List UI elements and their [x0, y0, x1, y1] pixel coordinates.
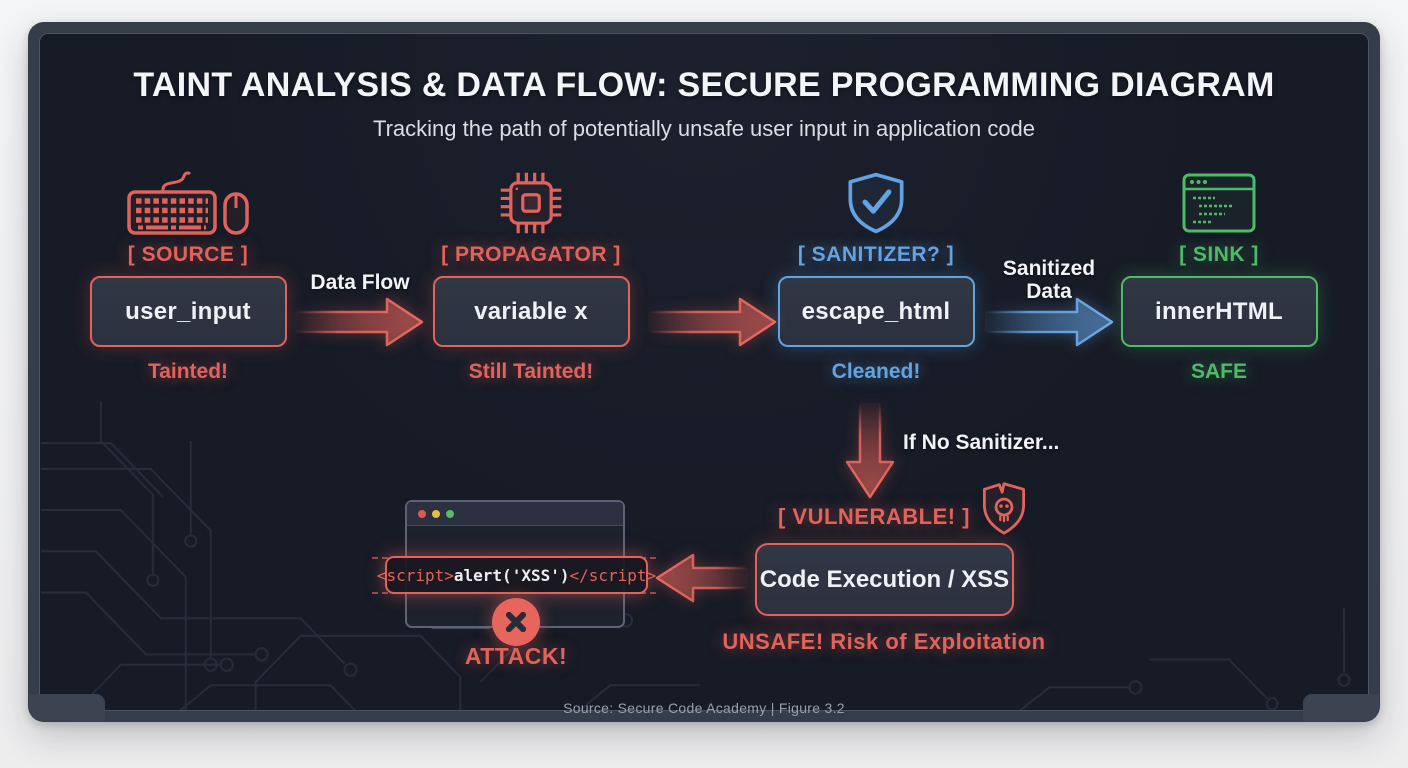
keyboard-mouse-icon [127, 170, 249, 236]
shield-check-icon [843, 170, 909, 236]
script-open-tag: <script> [376, 565, 454, 585]
node-label-sink: [ SINK ] [1179, 243, 1259, 266]
source-attribution: Source: Secure Code Academy | Figure 3.2 [563, 700, 845, 716]
node-label-sanitizer: [ SANITIZER? ] [797, 243, 955, 266]
diagram-frame [28, 22, 1380, 722]
node-status-still-tainted: Still Tainted! [468, 360, 594, 383]
sanitized-data-label-line2: Data [1026, 280, 1072, 303]
node-sink: [ SINK ] innerHTML SAFE [1119, 170, 1319, 384]
alert-call: alert('XSS') [453, 565, 570, 585]
no-sanitizer-arrow [845, 403, 895, 499]
frame-corner-accent-right [1303, 694, 1379, 721]
node-source: [ SOURCE ] user_input Tainted! [88, 170, 288, 384]
cpu-chip-icon [498, 170, 564, 236]
node-status-cleaned: Cleaned! [831, 360, 921, 383]
code-window-icon [1181, 170, 1257, 236]
script-close-tag: </script> [569, 565, 657, 585]
node-status-tainted: Tainted! [147, 360, 229, 383]
node-box-user-input: user_input [89, 276, 287, 347]
unsafe-status: UNSAFE! Risk of Exploitation [722, 629, 1046, 654]
node-label-propagator: [ PROPAGATOR ] [441, 243, 621, 266]
attack-label: ATTACK! [464, 643, 568, 669]
node-box-escape-html: escape_html [777, 276, 975, 347]
attack-x-icon [492, 598, 540, 646]
node-status-safe: SAFE [1190, 360, 1247, 383]
sanitized-data-label-line1: Sanitized [1002, 257, 1096, 280]
page-title: TAINT ANALYSIS & DATA FLOW: SECURE PROGR… [133, 66, 1275, 104]
node-box-variable-x: variable x [432, 276, 630, 347]
data-flow-label: Data Flow [310, 271, 410, 294]
page-subtitle: Tracking the path of potentially unsafe … [372, 116, 1036, 141]
traffic-light-green-icon [446, 509, 454, 518]
xss-payload-code: <script>alert('XSS')</script> [377, 556, 656, 594]
data-flow-arrow-1 [295, 297, 424, 347]
data-flow-arrow-2 [648, 297, 777, 347]
code-execution-box: Code Execution / XSS [755, 543, 1014, 616]
vulnerable-label: [ VULNERABLE! ] [777, 504, 971, 529]
traffic-light-red-icon [418, 509, 426, 518]
node-box-innerhtml: innerHTML [1120, 276, 1318, 347]
traffic-light-yellow-icon [432, 509, 440, 518]
sanitized-data-arrow [985, 297, 1114, 347]
node-propagator: [ PROPAGATOR ] variable x Still Tainted! [431, 170, 631, 384]
no-sanitizer-label: If No Sanitizer... [903, 431, 1060, 454]
sanitized-data-label: Sanitized Data [983, 257, 1115, 303]
attack-arrow [655, 553, 748, 603]
node-sanitizer: [ SANITIZER? ] escape_html Cleaned! [776, 170, 976, 384]
diagram-canvas [39, 33, 1369, 711]
frame-corner-accent-left [29, 694, 105, 721]
node-label-source: [ SOURCE ] [127, 243, 249, 266]
broken-shield-skull-icon [983, 482, 1025, 535]
browser-title-bar [407, 502, 623, 526]
